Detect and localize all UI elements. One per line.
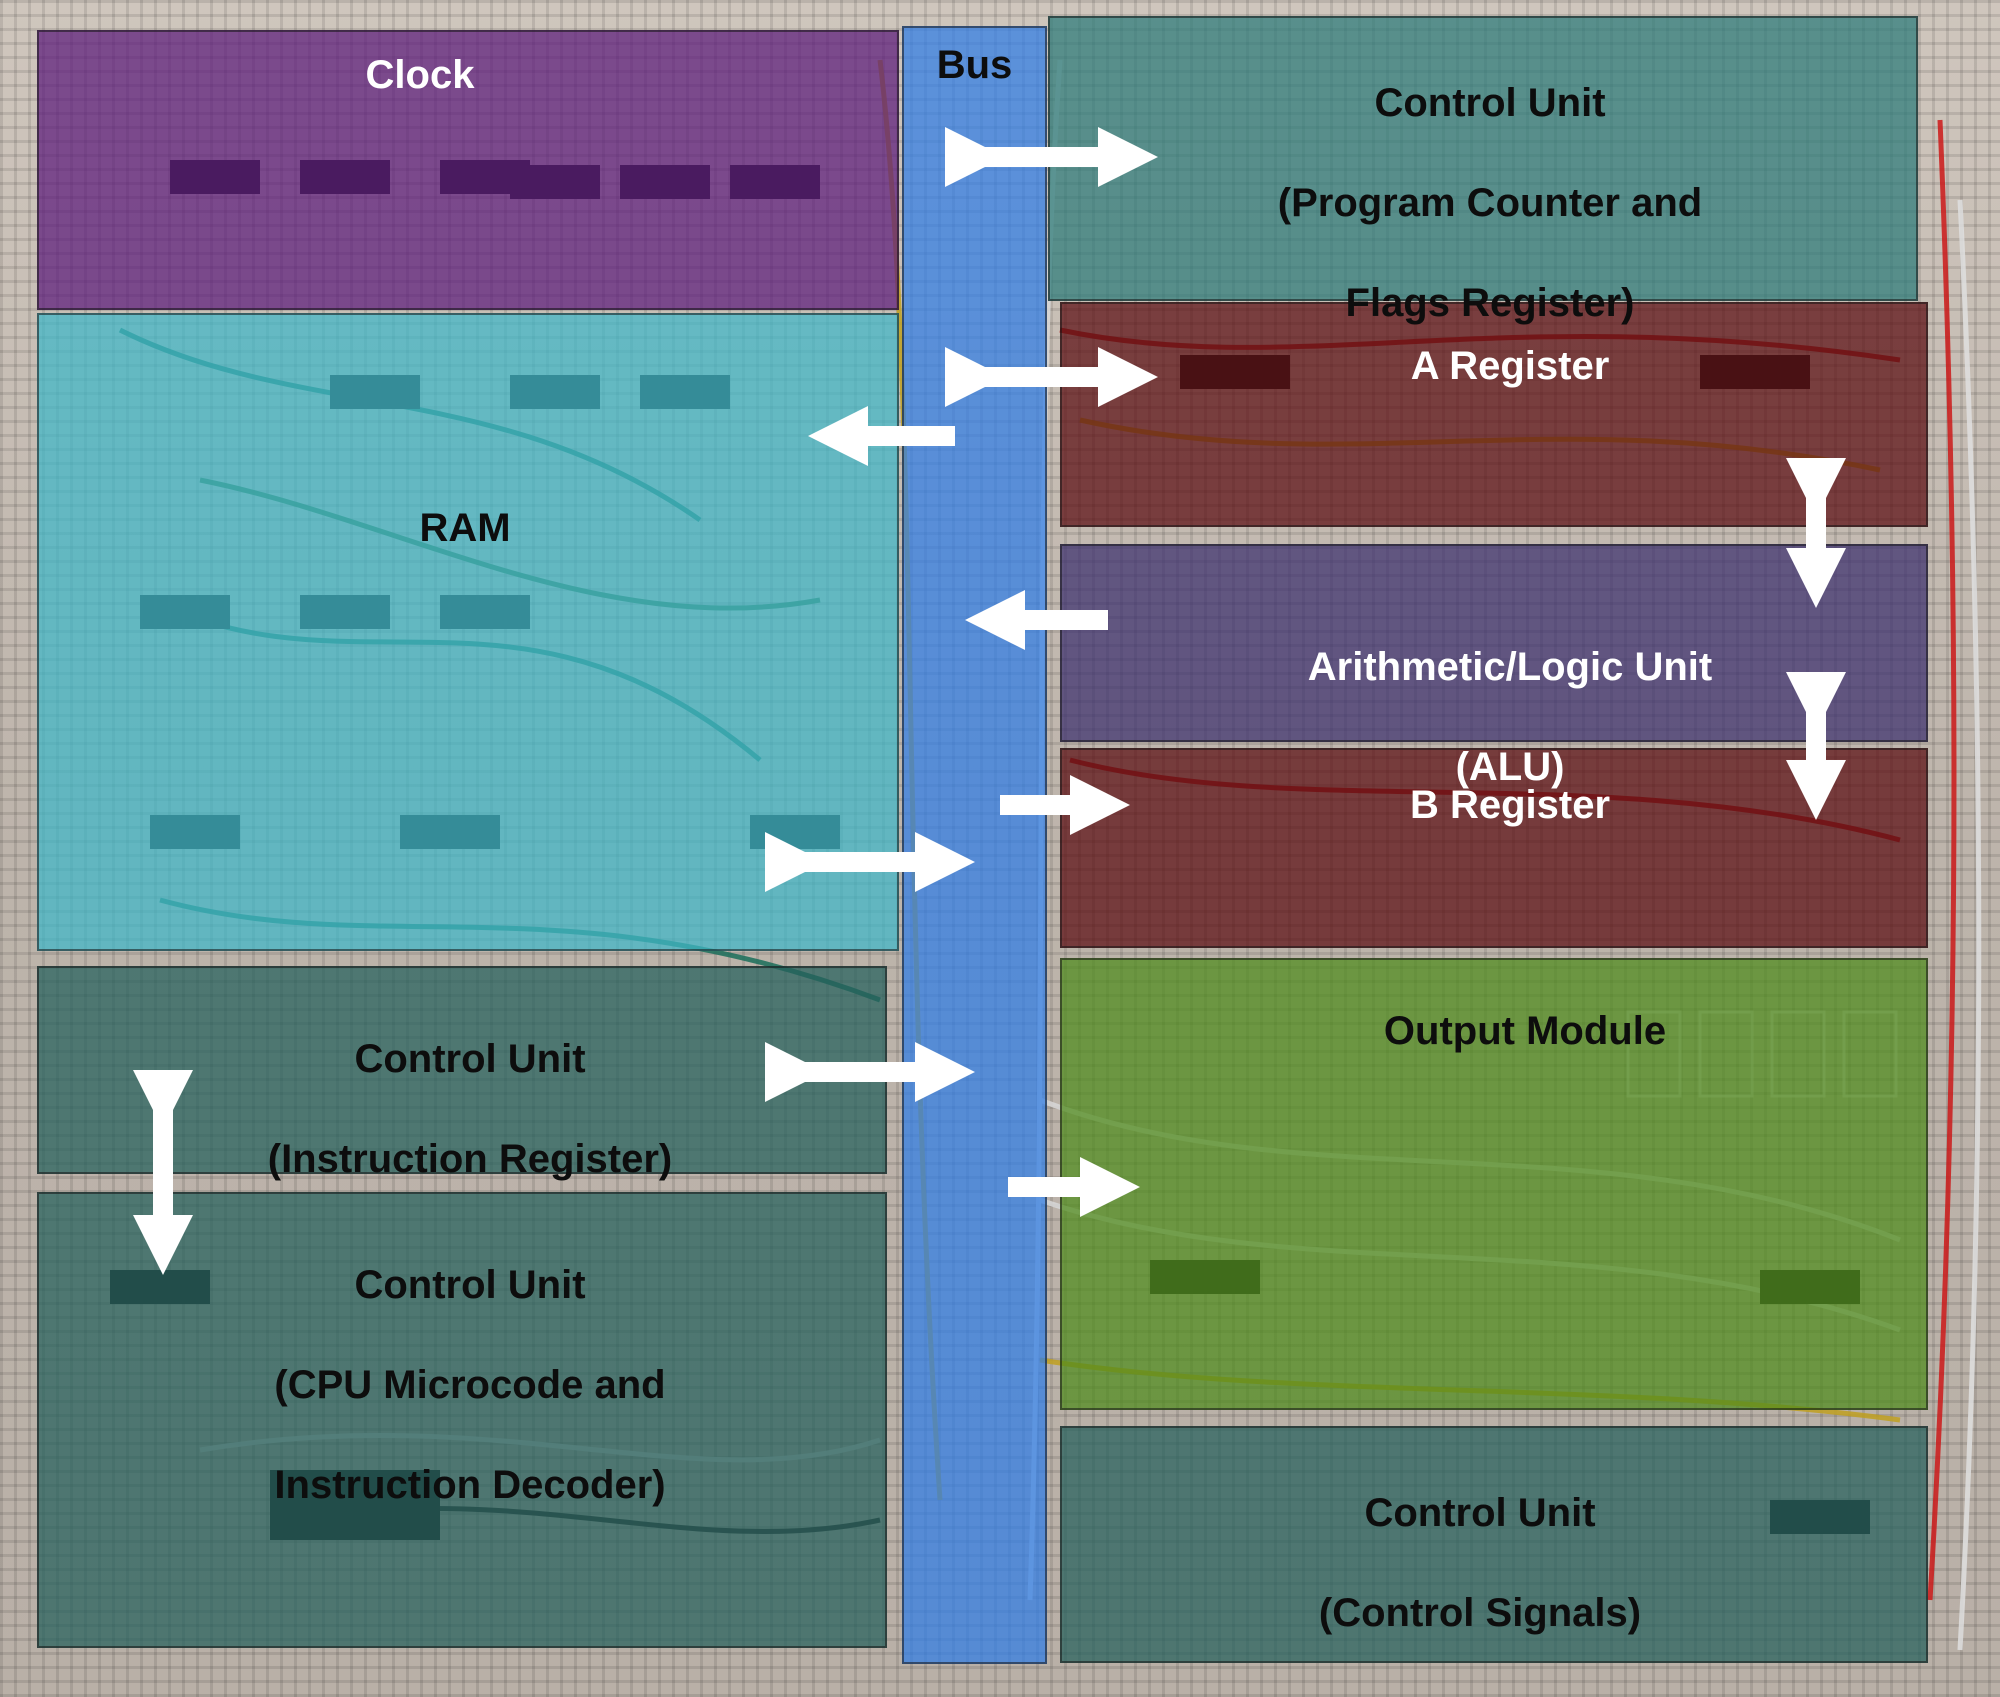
a-register-region [1060,302,1928,527]
b-register-region [1060,748,1928,948]
pc-flags-label: Control Unit (Program Counter and Flags … [1277,81,1703,325]
b-register-label: B Register [1409,783,1611,827]
clock-region [37,30,899,310]
clock-label: Clock [365,53,475,97]
bus-label: Bus [936,43,1013,87]
alu-label: Arithmetic/Logic Unit (ALU) [1307,645,1713,789]
control-signals-label: Control Unit (Control Signals) [1318,1491,1642,1635]
instruction-register-label: Control Unit (Instruction Register) [267,1037,673,1181]
control-signals-region [1060,1426,1928,1663]
a-register-label: A Register [1410,344,1610,388]
ram-label: RAM [419,506,511,550]
ram-region [37,313,899,951]
alu-region [1060,544,1928,742]
output-label: Output Module [1383,1009,1667,1053]
output-region [1060,958,1928,1410]
microcode-label: Control Unit (CPU Microcode and Instruct… [274,1263,666,1507]
